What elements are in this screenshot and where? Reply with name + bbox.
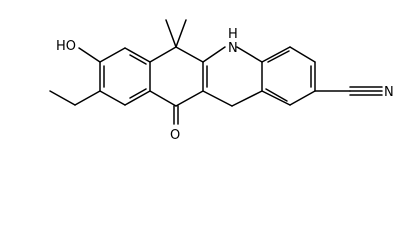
- amine-h-label: H: [228, 27, 238, 42]
- amine-n-label: N: [228, 41, 238, 56]
- bond: [149, 90, 177, 107]
- bond: [175, 46, 204, 63]
- carbonyl-oxygen-label: O: [170, 128, 180, 143]
- bond: [149, 46, 177, 63]
- bond: [289, 46, 316, 63]
- bond: [99, 90, 126, 106]
- bond: [202, 46, 226, 63]
- bond: [202, 90, 233, 107]
- bond: [124, 90, 151, 106]
- bond: [265, 88, 288, 102]
- bond: [261, 90, 291, 106]
- bond: [267, 50, 290, 63]
- hydroxyl-label: HO: [56, 39, 76, 54]
- bond: [49, 90, 76, 106]
- nitrile-nitrogen-label: N: [384, 85, 394, 100]
- bond: [99, 47, 126, 63]
- atom-labels: HO H N O N: [56, 27, 394, 143]
- bond: [175, 19, 187, 48]
- bond: [129, 54, 147, 65]
- chemical-structure-diagram: HO H N O N: [49, 19, 394, 143]
- bond: [231, 90, 263, 107]
- bond: [124, 47, 151, 63]
- bond-lines: [49, 19, 383, 125]
- bond: [129, 88, 147, 99]
- bond: [261, 46, 291, 63]
- bond: [74, 90, 101, 106]
- bond: [236, 46, 263, 63]
- bond: [175, 90, 204, 107]
- bond: [78, 47, 101, 63]
- bond: [165, 19, 177, 48]
- bond: [289, 90, 316, 106]
